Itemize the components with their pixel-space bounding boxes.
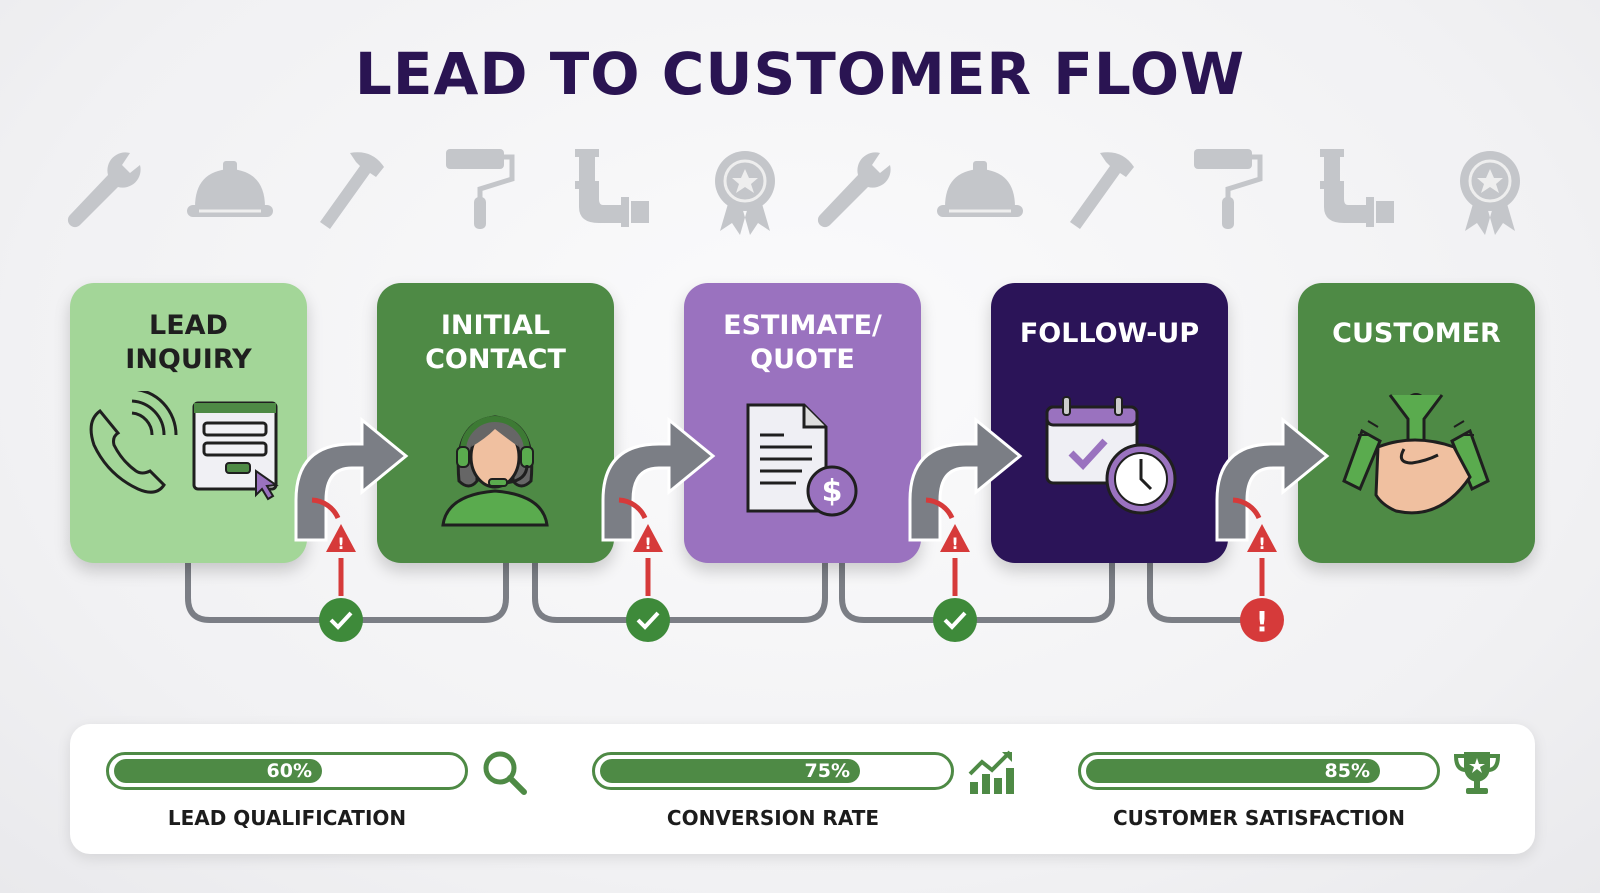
stage-title: FOLLOW-UP bbox=[1019, 318, 1200, 349]
paint-roller-icon bbox=[1194, 149, 1263, 229]
check-circle-icon bbox=[933, 598, 977, 642]
progress-value: 75% bbox=[804, 760, 850, 782]
metric-label: LEAD QUALIFICATION bbox=[167, 806, 407, 830]
connector-line bbox=[185, 557, 509, 623]
stage-title: LEAD INQUIRY bbox=[125, 310, 252, 375]
alert-circle-icon bbox=[1240, 598, 1284, 642]
hammer-icon bbox=[320, 152, 384, 229]
progress-value: 60% bbox=[266, 760, 312, 782]
metrics-panel: 60% LEAD QUALIFICATION 75% CONVERSION RA… bbox=[70, 724, 1535, 854]
wrench-icon bbox=[67, 152, 141, 228]
stage-title: ESTIMATE/ QUOTE bbox=[723, 310, 882, 375]
metric-label: CUSTOMER SATISFACTION bbox=[1112, 806, 1406, 830]
warning-triangle-icon bbox=[326, 524, 356, 552]
svg-text:!: ! bbox=[644, 534, 651, 553]
support-agent-headset-icon bbox=[441, 415, 549, 527]
warning-triangle-icon bbox=[633, 524, 663, 552]
svg-text:!: ! bbox=[1258, 534, 1265, 553]
progress-value: 85% bbox=[1324, 760, 1370, 782]
stage-title: CUSTOMER bbox=[1332, 318, 1501, 349]
metric-label: CONVERSION RATE bbox=[666, 806, 880, 830]
warning-arc bbox=[925, 497, 955, 520]
trophy-icon bbox=[1453, 752, 1501, 794]
svg-text:!: ! bbox=[337, 534, 344, 553]
warning-arc bbox=[1232, 497, 1262, 520]
progress-fill: 75% bbox=[600, 759, 860, 783]
svg-text:!: ! bbox=[951, 534, 958, 553]
connector-line bbox=[839, 557, 1115, 623]
connector-line bbox=[532, 557, 828, 623]
progress-bar: 85% bbox=[1078, 752, 1440, 790]
pipe-icon bbox=[1320, 149, 1394, 227]
award-ribbon-icon bbox=[715, 151, 775, 235]
handshake-celebration-icon bbox=[1342, 393, 1490, 515]
progress-fill: 85% bbox=[1086, 759, 1380, 783]
check-circle-icon bbox=[319, 598, 363, 642]
pipe-icon bbox=[575, 149, 649, 227]
progress-bar: 60% bbox=[106, 752, 468, 790]
connector-line bbox=[1147, 557, 1245, 623]
decorative-icon-row bbox=[60, 145, 1540, 235]
wrench-icon bbox=[817, 152, 891, 228]
warning-arc bbox=[618, 497, 648, 520]
warning-triangle-icon bbox=[940, 524, 970, 552]
stage-card-estimate-quote[interactable]: ESTIMATE/ QUOTE $ bbox=[684, 283, 921, 563]
calendar-clock-icon bbox=[1045, 396, 1177, 515]
stage-card-initial-contact[interactable]: INITIAL CONTACT bbox=[377, 283, 614, 563]
growth-chart-icon bbox=[968, 750, 1014, 794]
hard-hat-icon bbox=[187, 161, 273, 217]
award-ribbon-icon bbox=[1460, 151, 1520, 235]
warning-arc bbox=[311, 497, 341, 520]
svg-text:$: $ bbox=[822, 474, 843, 509]
phone-and-web-form-icon bbox=[89, 391, 279, 501]
hammer-icon bbox=[1070, 152, 1134, 229]
progress-fill: 60% bbox=[114, 759, 322, 783]
paint-roller-icon bbox=[446, 149, 515, 229]
svg-text:!: ! bbox=[1256, 605, 1269, 638]
hard-hat-icon bbox=[937, 161, 1023, 217]
stage-card-lead-inquiry[interactable]: LEAD INQUIRY bbox=[70, 283, 307, 563]
stage-card-customer[interactable]: CUSTOMER bbox=[1298, 283, 1535, 563]
progress-bar: 75% bbox=[592, 752, 954, 790]
warning-triangle-icon bbox=[1247, 524, 1277, 552]
stage-card-follow-up[interactable]: FOLLOW-UP bbox=[991, 283, 1228, 563]
page-title: LEAD TO CUSTOMER FLOW bbox=[354, 40, 1246, 108]
quote-document-dollar-icon: $ bbox=[746, 403, 858, 517]
stage-title: INITIAL CONTACT bbox=[425, 310, 566, 375]
magnifier-icon bbox=[483, 751, 527, 795]
check-circle-icon bbox=[626, 598, 670, 642]
